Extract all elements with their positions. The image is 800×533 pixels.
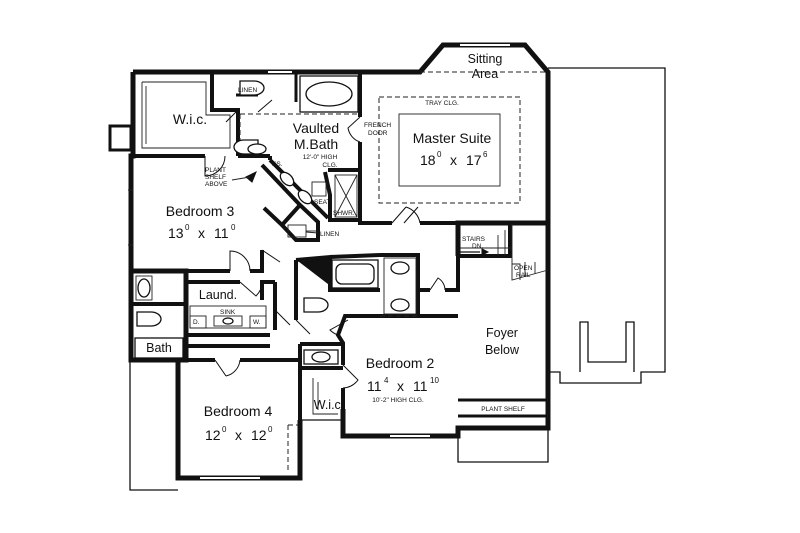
foyer-label-1: Foyer	[486, 326, 518, 340]
master-bath-label-2: M.Bath	[294, 136, 338, 152]
dryer-label: D.	[193, 319, 200, 326]
bedroom2-ceiling: 10'-2" HIGH CLG.	[372, 397, 424, 404]
open-rail-label-2: RAIL	[516, 272, 531, 279]
bedroom2-name: Bedroom 2	[366, 355, 435, 371]
svg-text:10: 10	[430, 376, 439, 385]
master-shower	[311, 174, 358, 218]
interior-walls	[131, 72, 548, 420]
master-bath-ceiling-2: CLG.	[322, 162, 337, 169]
tray-ceiling-inner	[398, 113, 501, 187]
sitting-area-label-2: Area	[472, 67, 498, 81]
master-suite-dimensions: 18 0 x 17 6	[420, 150, 488, 168]
svg-text:11: 11	[214, 225, 229, 241]
tray-ceiling-outer	[378, 96, 521, 204]
svg-text:x: x	[235, 427, 242, 443]
svg-text:17: 17	[466, 152, 482, 168]
laundry-fixtures	[189, 305, 267, 329]
washer-label: W.	[253, 319, 261, 326]
master-suite-name: Master Suite	[413, 130, 492, 146]
master-vanity	[247, 143, 313, 205]
plant-shelf-label-3: ABOVE	[205, 181, 228, 188]
linen-mid-label: LINEN	[320, 231, 339, 238]
svg-text:0: 0	[231, 223, 236, 232]
garage-roof-outline	[548, 67, 666, 384]
laundry-label: Laund.	[199, 288, 237, 302]
wic-bed2-label: W.i.c.	[314, 398, 345, 412]
svg-text:11: 11	[413, 378, 428, 394]
bedroom4-dimensions: 12 0 x 12 0	[205, 425, 273, 443]
chimney	[108, 124, 133, 152]
shower-label: SHWR.	[333, 210, 355, 217]
svg-text:12: 12	[251, 427, 267, 443]
plant-shelf-label-2: SHELF	[205, 174, 226, 181]
wic-master-label: W.i.c.	[173, 111, 207, 127]
svg-text:x: x	[397, 378, 404, 394]
bedroom4-name: Bedroom 4	[204, 403, 273, 419]
svg-text:12: 12	[205, 427, 221, 443]
ks-label: KS.	[272, 161, 283, 168]
svg-text:0: 0	[185, 223, 190, 232]
svg-text:11: 11	[367, 378, 382, 394]
svg-text:4: 4	[384, 376, 389, 385]
sink-label: SINK	[220, 309, 236, 316]
french-door-label-1: FRENCH	[364, 122, 391, 129]
svg-text:0: 0	[437, 150, 442, 159]
svg-text:0: 0	[268, 425, 273, 434]
wic-shelving	[141, 81, 231, 149]
bedroom2-dimensions: 11 4 x 11 10	[367, 376, 439, 394]
svg-text:0: 0	[222, 425, 227, 434]
lower-roof-outline	[129, 360, 549, 491]
open-rail-label-1: OPEN	[514, 265, 533, 272]
master-toilet	[233, 80, 265, 155]
windows	[128, 44, 510, 479]
bath-fixtures	[134, 275, 184, 359]
tray-ceiling-label: TRAY CLG.	[425, 100, 459, 107]
down-label: DN.	[472, 243, 483, 250]
exterior-walls	[128, 42, 551, 481]
linen-closet	[287, 224, 318, 238]
foyer-label-2: Below	[485, 343, 520, 357]
svg-text:x: x	[198, 225, 205, 241]
bedroom3-dimensions: 13 0 x 11 0	[168, 223, 236, 241]
bedroom3-name: Bedroom 3	[166, 203, 235, 219]
stairs	[460, 224, 549, 281]
stairs-label: STAIRS	[462, 236, 486, 243]
svg-text:x: x	[450, 152, 457, 168]
doors	[204, 99, 446, 389]
bed2-wic-shelving	[312, 378, 338, 415]
plant-shelf-label-1: PLANT	[205, 167, 226, 174]
hall-bath-fixtures	[298, 257, 417, 365]
master-tub	[299, 75, 359, 113]
master-bath-ceiling-1: 12'-0" HIGH	[303, 154, 338, 161]
sitting-area-label-1: Sitting	[468, 52, 503, 66]
bath-label: Bath	[146, 341, 172, 355]
linen-top-label: LINEN	[238, 87, 257, 94]
french-door-label-2: DOOR	[368, 130, 388, 137]
svg-text:6: 6	[483, 150, 488, 159]
svg-text:18: 18	[420, 152, 436, 168]
svg-text:13: 13	[168, 225, 184, 241]
seat-label: SEAT	[314, 199, 331, 206]
master-bath-label-1: Vaulted	[293, 120, 339, 136]
plant-shelf-foyer-label: PLANT SHELF	[481, 406, 525, 413]
